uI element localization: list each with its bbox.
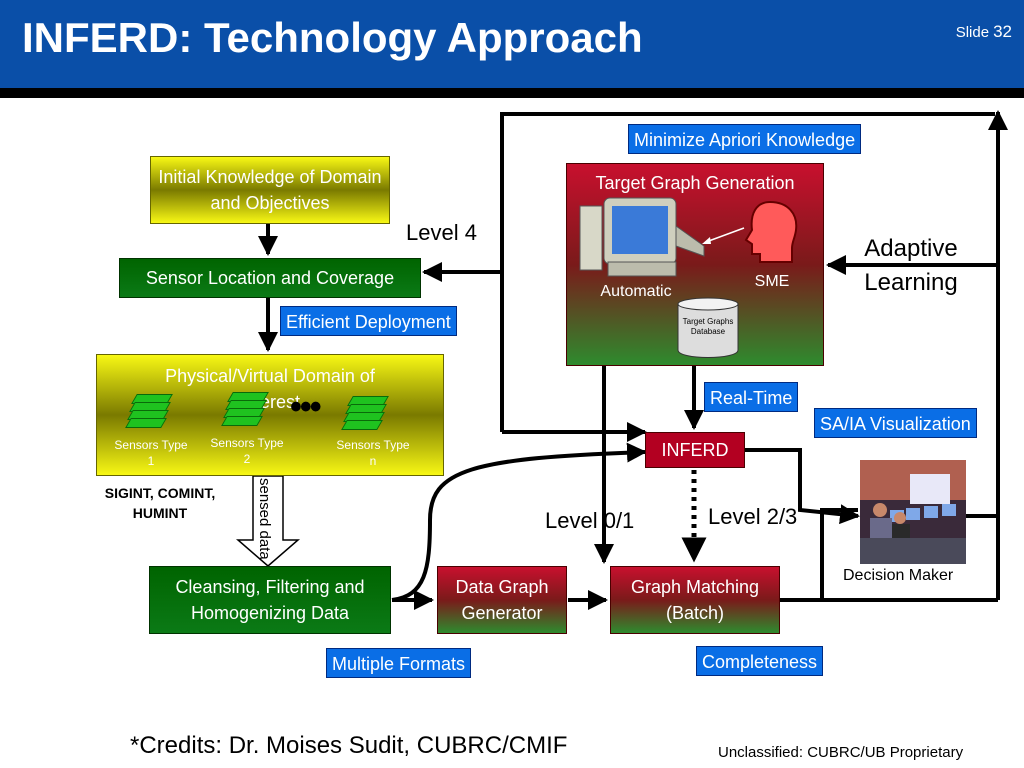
level01-label: Level 0/1 [545, 508, 635, 533]
initial-knowledge-label: Initial Knowledge of Domain and Objectiv… [158, 166, 382, 213]
sensed-data-label: sensed data [256, 478, 273, 560]
slide-number-value: 32 [993, 22, 1012, 41]
graph-matching-label: Graph Matching (Batch) [630, 576, 760, 623]
matching-to-decision-arrow [780, 508, 858, 602]
classification-text: Unclassified: CUBRC/UB Proprietary [718, 744, 964, 761]
sensor-ellipsis: ••• [290, 388, 322, 426]
target-graph-label: Target Graph Generation [595, 173, 795, 193]
sensor-typen-label: Sensors Type n [336, 438, 410, 468]
efficient-deployment-tag: Efficient Deployment [280, 306, 457, 336]
cleansing-label: Cleansing, Filtering and Homogenizing Da… [175, 576, 365, 623]
inferd-to-decision-arrow [742, 448, 860, 525]
sensed-data-arrow [235, 475, 301, 567]
level4-label: Level 4 [406, 220, 477, 245]
level23-label: Level 2/3 [708, 504, 798, 529]
realtime-tag: Real-Time [704, 382, 799, 412]
sensor-location-node: Sensor Location and Coverage [119, 258, 421, 298]
sensor-type1-icon [125, 394, 176, 430]
adaptive-learning-label: Adaptive Learning [864, 235, 958, 296]
sensor-type2-label: Sensors Type 2 [210, 436, 284, 466]
slide-title: INFERD: Technology Approach [22, 14, 643, 61]
automatic-label: Automatic [600, 283, 672, 300]
computer-icon [579, 197, 705, 277]
sensor-location-label: Sensor Location and Coverage [145, 268, 395, 288]
slide-label: Slide [955, 24, 990, 41]
cleansing-to-inferd-curve [391, 442, 647, 602]
sa-ia-visualization-tag: SA/IA Visualization [814, 408, 977, 438]
sensor-typen-icon [341, 396, 392, 432]
database-label: Target Graphs Database [682, 317, 734, 336]
cleansing-node: Cleansing, Filtering and Homogenizing Da… [149, 566, 391, 634]
initial-knowledge-node: Initial Knowledge of Domain and Objectiv… [150, 156, 390, 224]
multiple-formats-tag: Multiple Formats [326, 648, 472, 678]
decision-maker-label: Decision Maker [843, 567, 954, 584]
sme-head-icon [744, 200, 798, 263]
sensor-type2-icon [221, 392, 272, 428]
sigint-label: SIGINT, COMINT, HUMINT [104, 485, 216, 521]
data-graph-generator-node: Data Graph Generator [437, 566, 567, 634]
completeness-tag: Completeness [696, 646, 824, 676]
sme-label: SME [754, 273, 790, 290]
sensor-type1-label: Sensors Type 1 [114, 438, 188, 468]
database-icon [677, 297, 739, 358]
inferd-node: INFERD [645, 432, 745, 468]
decision-maker-photo [860, 460, 966, 564]
title-bar [0, 0, 1024, 88]
graph-matching-node: Graph Matching (Batch) [610, 566, 780, 634]
data-graph-generator-label: Data Graph Generator [455, 576, 549, 623]
inferd-label: INFERD [661, 439, 729, 460]
title-rule [0, 88, 1024, 98]
minimize-knowledge-tag: Minimize Apriori Knowledge [628, 124, 862, 154]
feedback-loop-line [500, 112, 995, 432]
credits-text: *Credits: Dr. Moises Sudit, CUBRC/CMIF [130, 732, 568, 759]
sme-to-computer-arrow [702, 227, 745, 244]
